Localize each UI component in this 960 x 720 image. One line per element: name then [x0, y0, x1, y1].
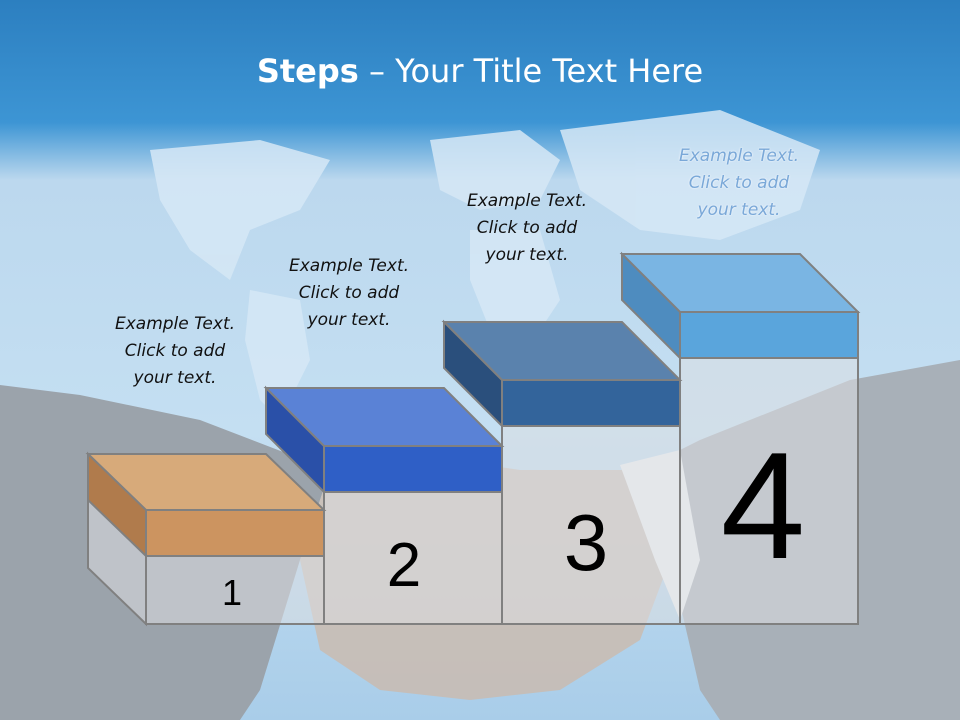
step-4-text-line2: Click to add [688, 173, 790, 193]
step-2-text-line2: Click to add [298, 283, 400, 303]
step-1-text[interactable]: Example Text. Click to add your text. [75, 311, 275, 392]
step-1-text-line2: Click to add [124, 341, 226, 361]
step-3-block[interactable] [441, 319, 683, 429]
step-3-text-line2: Click to add [476, 218, 578, 238]
step-1-text-line3: your text. [133, 368, 217, 388]
step-4-text-line1: Example Text. [678, 146, 800, 166]
step-3-front [501, 379, 681, 427]
step-4-text-line3: your text. [697, 200, 781, 220]
page-title[interactable]: Steps – Your Title Text Here [0, 52, 960, 90]
step-4-text[interactable]: Example Text. Click to add your text. [639, 143, 839, 224]
step-2-front [323, 445, 503, 493]
step-2-block[interactable] [263, 385, 505, 495]
step-2-number: 2 [387, 531, 421, 600]
step-1-front [145, 509, 325, 557]
step-1-number: 1 [222, 572, 242, 613]
step-4-number: 4 [721, 421, 806, 591]
step-3-text-line3: your text. [485, 245, 569, 265]
step-3-text[interactable]: Example Text. Click to add your text. [427, 188, 627, 269]
step-2-text-line1: Example Text. [288, 256, 410, 276]
step-2-text[interactable]: Example Text. Click to add your text. [249, 253, 449, 334]
step-walls [87, 311, 859, 627]
title-rest: – Your Title Text Here [358, 52, 704, 90]
step-1-block[interactable] [85, 451, 327, 559]
step-1-text-line1: Example Text. [114, 314, 236, 334]
step-3-text-line1: Example Text. [466, 191, 588, 211]
step-3-number: 3 [564, 498, 609, 587]
step-4-front [679, 311, 859, 359]
step-4-block[interactable] [619, 251, 861, 361]
title-bold: Steps [256, 52, 359, 90]
step-2-text-line3: your text. [307, 310, 391, 330]
